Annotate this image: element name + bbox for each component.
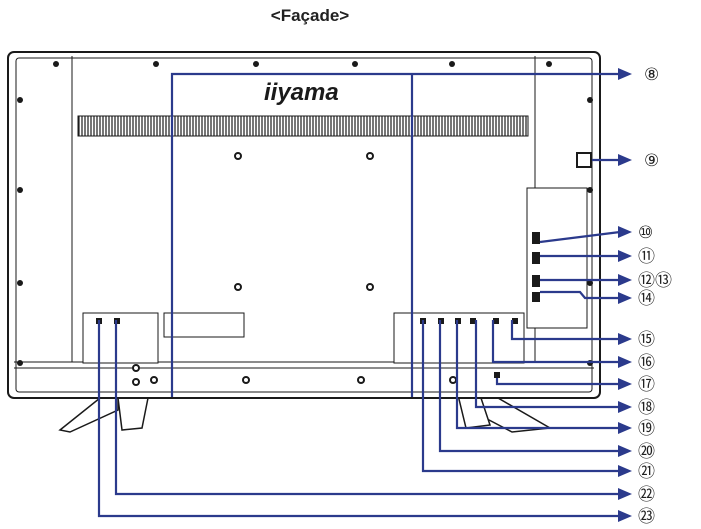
- callout-21: ㉑: [638, 462, 655, 482]
- callout-8: ⑧: [644, 65, 659, 85]
- callout-23: ㉓: [638, 507, 655, 527]
- callout-11: ⑪: [638, 247, 655, 267]
- kensington-slot: [576, 152, 592, 168]
- right-connector-block: [393, 312, 525, 364]
- callout-9: ⑨: [644, 151, 659, 171]
- vent-grille: [77, 115, 529, 137]
- callout-labels: ⑧ ⑨ ⑩ ⑪ ⑫⑬ ⑭ ⑮ ⑯ ⑰ ⑱ ⑲ ⑳ ㉑ ㉒ ㉓: [638, 65, 672, 527]
- arrowheads: [618, 68, 632, 522]
- callout-22: ㉒: [638, 485, 655, 505]
- left-connector-block: [82, 312, 159, 364]
- vesa-holes: [234, 152, 374, 291]
- callout-18: ⑱: [638, 398, 655, 418]
- callout-15: ⑮: [638, 330, 655, 350]
- callout-10: ⑩: [638, 223, 653, 243]
- monitor-body: [7, 51, 601, 399]
- callout-14: ⑭: [638, 289, 655, 309]
- callout-19: ⑲: [638, 419, 655, 439]
- brand-logo: iiyama: [264, 79, 339, 106]
- callout-16: ⑯: [638, 353, 655, 373]
- callout-20: ⑳: [638, 442, 655, 462]
- callout-17: ⑰: [638, 375, 655, 395]
- callout-12-13: ⑫⑬: [638, 271, 672, 291]
- diagram-title: <Façade>: [270, 6, 350, 25]
- leader-lines: [97, 72, 621, 518]
- label-area: [163, 312, 245, 338]
